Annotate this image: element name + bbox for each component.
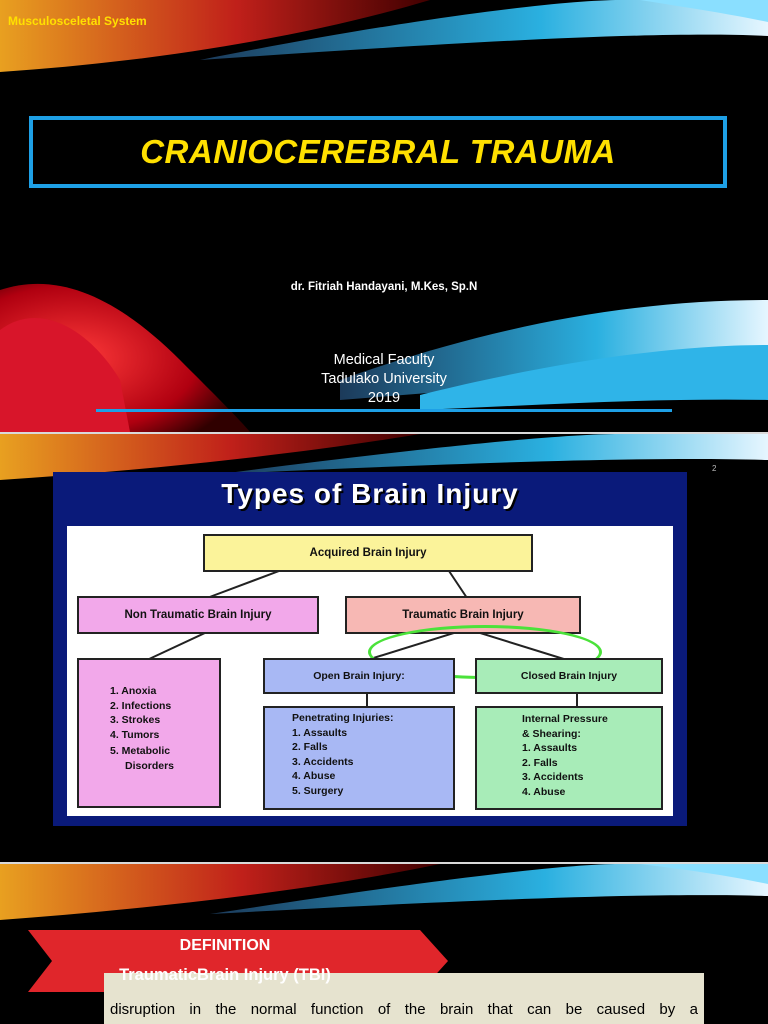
list-item: 4. Abuse — [292, 770, 336, 783]
node-label: Traumatic Brain Injury — [402, 609, 524, 621]
slide-decoration — [0, 434, 768, 480]
list-item: & Shearing: — [522, 727, 581, 740]
node-closed-list: Internal Pressure & Shearing: 1. Assault… — [475, 706, 663, 810]
definition-text: disruption in the normal function of the… — [110, 1001, 698, 1018]
node-non-traumatic-list: 1. Anoxia 2. Infections 3. Strokes 4. Tu… — [77, 658, 221, 808]
node-open-list: Penetrating Injuries: 1. Assaults 2. Fal… — [263, 706, 455, 810]
slide-diagram: 2 Types of Brain Injury Acquired Brain I… — [0, 434, 768, 862]
slide-decoration — [0, 864, 768, 920]
slide-title: Musculosceletal System CRANIOCEREBRAL TR… — [0, 0, 768, 432]
affiliation: Medical Faculty Tadulako University 2019 — [0, 351, 768, 408]
item-list: Internal Pressure & Shearing: 1. Assault… — [522, 712, 608, 800]
slide-definition: DEFINITION disruption in the normal func… — [0, 864, 768, 1024]
definition-subheading: TraumaticBrain Injury (TBI) — [119, 966, 331, 984]
node-label: Open Brain Injury: — [313, 670, 405, 682]
page-number: 2 — [712, 464, 717, 473]
title-underline — [96, 409, 672, 412]
list-item: 2. Falls — [522, 756, 558, 769]
affiliation-line: Tadulako University — [321, 371, 447, 387]
list-item: Disorders — [125, 759, 175, 772]
diagram-title: Types of Brain Injury — [221, 478, 519, 509]
list-item: Internal Pressure — [522, 713, 608, 725]
list-item: 5. Metabolic — [110, 745, 171, 758]
definition-heading: DEFINITION — [179, 937, 271, 954]
list-item: 3. Accidents — [522, 771, 584, 784]
presentation-title: CRANIOCEREBRAL TRAUMA — [140, 133, 616, 170]
title-frame: CRANIOCEREBRAL TRAUMA — [29, 116, 727, 188]
node-label: Non Traumatic Brain Injury — [124, 609, 272, 621]
list-item: 1. Anoxia — [110, 685, 157, 697]
node-non-traumatic: Non Traumatic Brain Injury — [77, 596, 319, 634]
list-item: 3. Strokes — [110, 714, 161, 727]
slide-separator — [0, 432, 768, 434]
list-item: 1. Assaults — [292, 726, 348, 739]
node-closed-brain-injury: Closed Brain Injury — [475, 658, 663, 694]
list-item: 1. Assaults — [522, 742, 578, 755]
author-name: dr. Fitriah Handayani, M.Kes, Sp.N — [290, 281, 478, 293]
list-item: 3. Accidents — [292, 755, 354, 768]
section-label: Musculosceletal System — [8, 14, 147, 28]
affiliation-line: 2019 — [367, 390, 401, 406]
node-label: Closed Brain Injury — [520, 670, 618, 682]
list-item: 5. Surgery — [292, 784, 344, 797]
brain-injury-diagram: Types of Brain Injury Acquired Brain Inj… — [53, 472, 687, 826]
slide-separator — [0, 862, 768, 864]
list-item: 2. Falls — [292, 741, 328, 754]
item-list: Penetrating Injuries: 1. Assaults 2. Fal… — [292, 711, 394, 799]
slide-decoration — [0, 0, 768, 432]
list-item: Penetrating Injuries: — [292, 712, 394, 724]
node-label: Acquired Brain Injury — [309, 547, 427, 559]
affiliation-line: Medical Faculty — [333, 352, 435, 368]
item-list: 1. Anoxia 2. Infections 3. Strokes 4. Tu… — [110, 684, 174, 774]
definition-body: disruption in the normal function of the… — [104, 973, 704, 1024]
node-acquired-brain-injury: Acquired Brain Injury — [203, 534, 533, 572]
list-item: 4. Abuse — [522, 785, 566, 798]
diagram-panel: Acquired Brain Injury Non Traumatic Brai… — [67, 526, 673, 816]
node-open-brain-injury: Open Brain Injury: — [263, 658, 455, 694]
list-item: 2. Infections — [110, 699, 172, 712]
list-item: 4. Tumors — [110, 728, 160, 741]
